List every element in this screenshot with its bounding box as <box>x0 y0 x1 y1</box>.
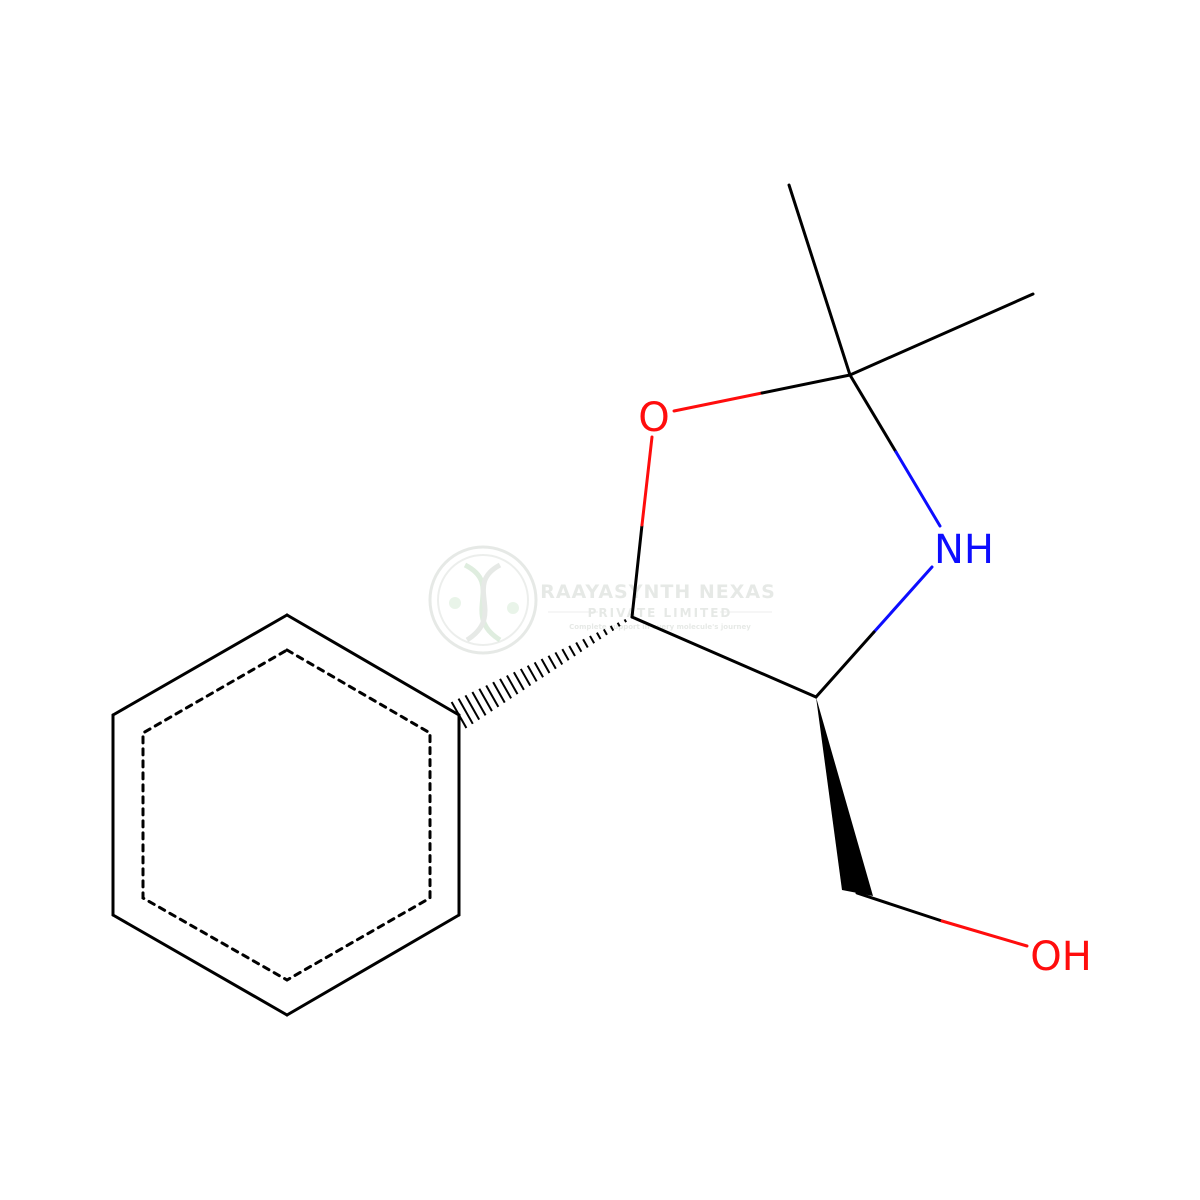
hash-line <box>450 701 468 729</box>
hash-line <box>623 618 627 623</box>
stereo-hashed-wedge <box>450 615 634 729</box>
hash-line <box>582 638 589 649</box>
hash-line <box>492 681 506 704</box>
atom-label-ring-oxygen: O <box>638 395 669 441</box>
hash-line <box>457 698 474 725</box>
oxazolidine-ring <box>630 183 1035 699</box>
bond-aromatic-1 <box>285 613 461 717</box>
bond-n3-c4-carbon-half <box>814 630 876 699</box>
watermark-logo <box>428 545 538 655</box>
bond-n3-c4-nitrogen-half <box>872 565 934 634</box>
hash-line <box>513 671 525 691</box>
hash-line <box>575 642 583 653</box>
atom-label-hydroxyl: OH <box>1030 934 1092 980</box>
bond-c2-methyl-1 <box>787 183 852 377</box>
hash-line <box>554 651 564 665</box>
hash-line <box>568 645 576 657</box>
hash-line <box>602 628 608 636</box>
hash-line <box>485 684 500 708</box>
hash-line <box>609 625 615 632</box>
bond-aromatic-6 <box>111 613 289 717</box>
bond-o1-c2-carbon-half <box>760 373 852 395</box>
stereo-solid-wedge <box>816 697 873 896</box>
bond-c2-n3-carbon-half <box>848 373 898 454</box>
hash-line <box>596 632 602 640</box>
hash-line <box>526 665 538 682</box>
bond-c4-c5 <box>630 615 818 699</box>
hash-line <box>499 678 512 699</box>
watermark-tagline: Complete support in every molecule's jou… <box>569 623 751 631</box>
bond-ch2-oh-carbon-half <box>855 891 944 923</box>
bond-c2-n3-nitrogen-half <box>894 450 942 528</box>
watermark-subtitle: PRIVATE LIMITED <box>588 606 733 620</box>
hash-line <box>464 694 481 721</box>
bond-o1-c2-oxygen-half <box>672 391 764 413</box>
hash-line <box>616 622 621 627</box>
hash-line <box>547 655 557 670</box>
atom-label-ring-nitrogen: NH <box>934 527 994 573</box>
hash-line <box>561 648 570 661</box>
company-watermark: RAAYASYNTH NEXAS PRIVATE LIMITED Complet… <box>428 545 776 655</box>
bond-aromatic-4 <box>111 913 289 1017</box>
hash-line <box>471 691 487 716</box>
bond-c5-o1-carbon-half <box>630 523 644 619</box>
hash-line <box>540 658 551 674</box>
aromatic-inner-ring <box>141 648 432 982</box>
hash-line <box>478 688 493 712</box>
hash-line <box>519 668 532 687</box>
bond-ch2-oh-oxygen-half <box>940 919 1029 948</box>
hydroxymethyl-bond <box>855 891 1029 948</box>
benzene-ring <box>111 613 461 1017</box>
bond-aromatic-3 <box>285 913 461 1017</box>
bond-c5-o1-oxygen-half <box>640 435 654 527</box>
watermark-company: RAAYASYNTH NEXAS <box>540 581 776 603</box>
hash-line <box>506 675 519 695</box>
hash-line <box>589 635 596 644</box>
hash-line <box>533 661 544 678</box>
bond-c2-methyl-2 <box>848 292 1035 377</box>
